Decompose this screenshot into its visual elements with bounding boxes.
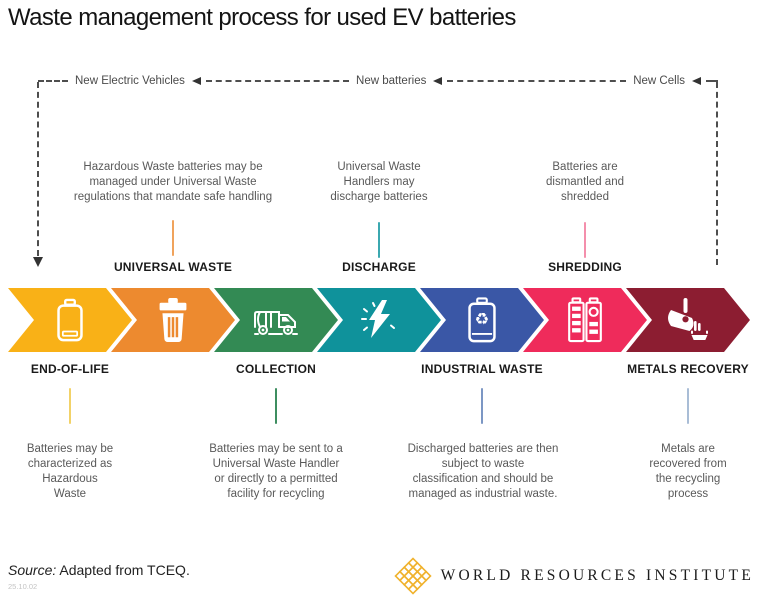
dashed-line-left-vertical	[37, 82, 39, 256]
wri-logo-text: WORLD RESOURCES INSTITUTE	[440, 567, 754, 584]
battery-icon	[57, 298, 83, 342]
source-text: Adapted from TCEQ.	[56, 562, 190, 578]
source-line: Source: Adapted from TCEQ.	[8, 562, 190, 578]
stage-label-metals-recovery: METALS RECOVERY	[627, 362, 749, 376]
arrow-left-icon	[433, 77, 443, 85]
annotation-shredding: Batteries are dismantled and shredded	[546, 161, 624, 203]
source-label: Source:	[8, 562, 57, 578]
connector-line	[275, 388, 277, 424]
return-label-new-batteries: New batteries	[356, 75, 427, 87]
return-flow-line: New Electric Vehicles New batteries New …	[38, 74, 718, 88]
stage-label-shredding: SHREDDING	[548, 260, 622, 274]
return-label-new-electric-vehicles: New Electric Vehicles	[75, 75, 185, 87]
dashed-line	[38, 80, 68, 82]
stage-label-collection: COLLECTION	[236, 362, 316, 376]
stage-label-industrial-waste: INDUSTRIAL WASTE	[421, 362, 543, 376]
metal-pouring-icon	[668, 298, 708, 340]
svg-text:♻: ♻	[475, 309, 490, 328]
arrow-left-icon	[692, 77, 701, 85]
annotation-end-of-life: Batteries may be characterized as Hazard…	[26, 443, 114, 500]
annotation-universal-waste: Hazardous Waste batteries may be managed…	[73, 161, 273, 203]
dashed-line	[706, 80, 718, 82]
dashed-line	[447, 80, 627, 82]
connector-line	[172, 220, 174, 256]
wri-logo: WORLD RESOURCES INSTITUTE	[394, 556, 754, 596]
wri-lattice-icon	[394, 557, 432, 595]
dashed-line	[205, 80, 350, 82]
shredded-batteries-icon	[568, 297, 602, 343]
connector-line	[481, 388, 483, 424]
arrow-down-icon	[33, 257, 43, 267]
page-title: Waste management process for used EV bat…	[8, 4, 516, 31]
annotation-metals-recovery: Metals are recovered from the recycling …	[649, 443, 727, 500]
stage-label-end-of-life: END-OF-LIFE	[30, 362, 110, 376]
stage-label-universal-waste: UNIVERSAL WASTE	[113, 260, 233, 274]
connector-line	[584, 222, 586, 258]
connector-line	[687, 388, 689, 424]
connector-line	[378, 222, 380, 258]
annotation-discharge: Universal Waste Handlers may discharge b…	[330, 161, 428, 203]
arrow-left-icon	[191, 77, 201, 85]
stage-label-discharge: DISCHARGE	[342, 260, 416, 274]
garbage-truck-icon	[254, 311, 298, 335]
chevron-end-of-life	[8, 288, 132, 352]
annotation-industrial-waste: Discharged batteries are then subject to…	[407, 443, 559, 500]
return-label-new-cells: New Cells	[633, 75, 685, 87]
connector-line	[69, 388, 71, 424]
trash-icon	[159, 297, 187, 343]
version-note: 25.10.02	[8, 582, 38, 591]
dashed-line-right-vertical	[716, 82, 718, 265]
lightning-icon	[361, 300, 395, 338]
annotation-collection: Batteries may be sent to a Universal Was…	[209, 443, 343, 500]
battery-recycle-icon: ♻	[468, 297, 496, 343]
